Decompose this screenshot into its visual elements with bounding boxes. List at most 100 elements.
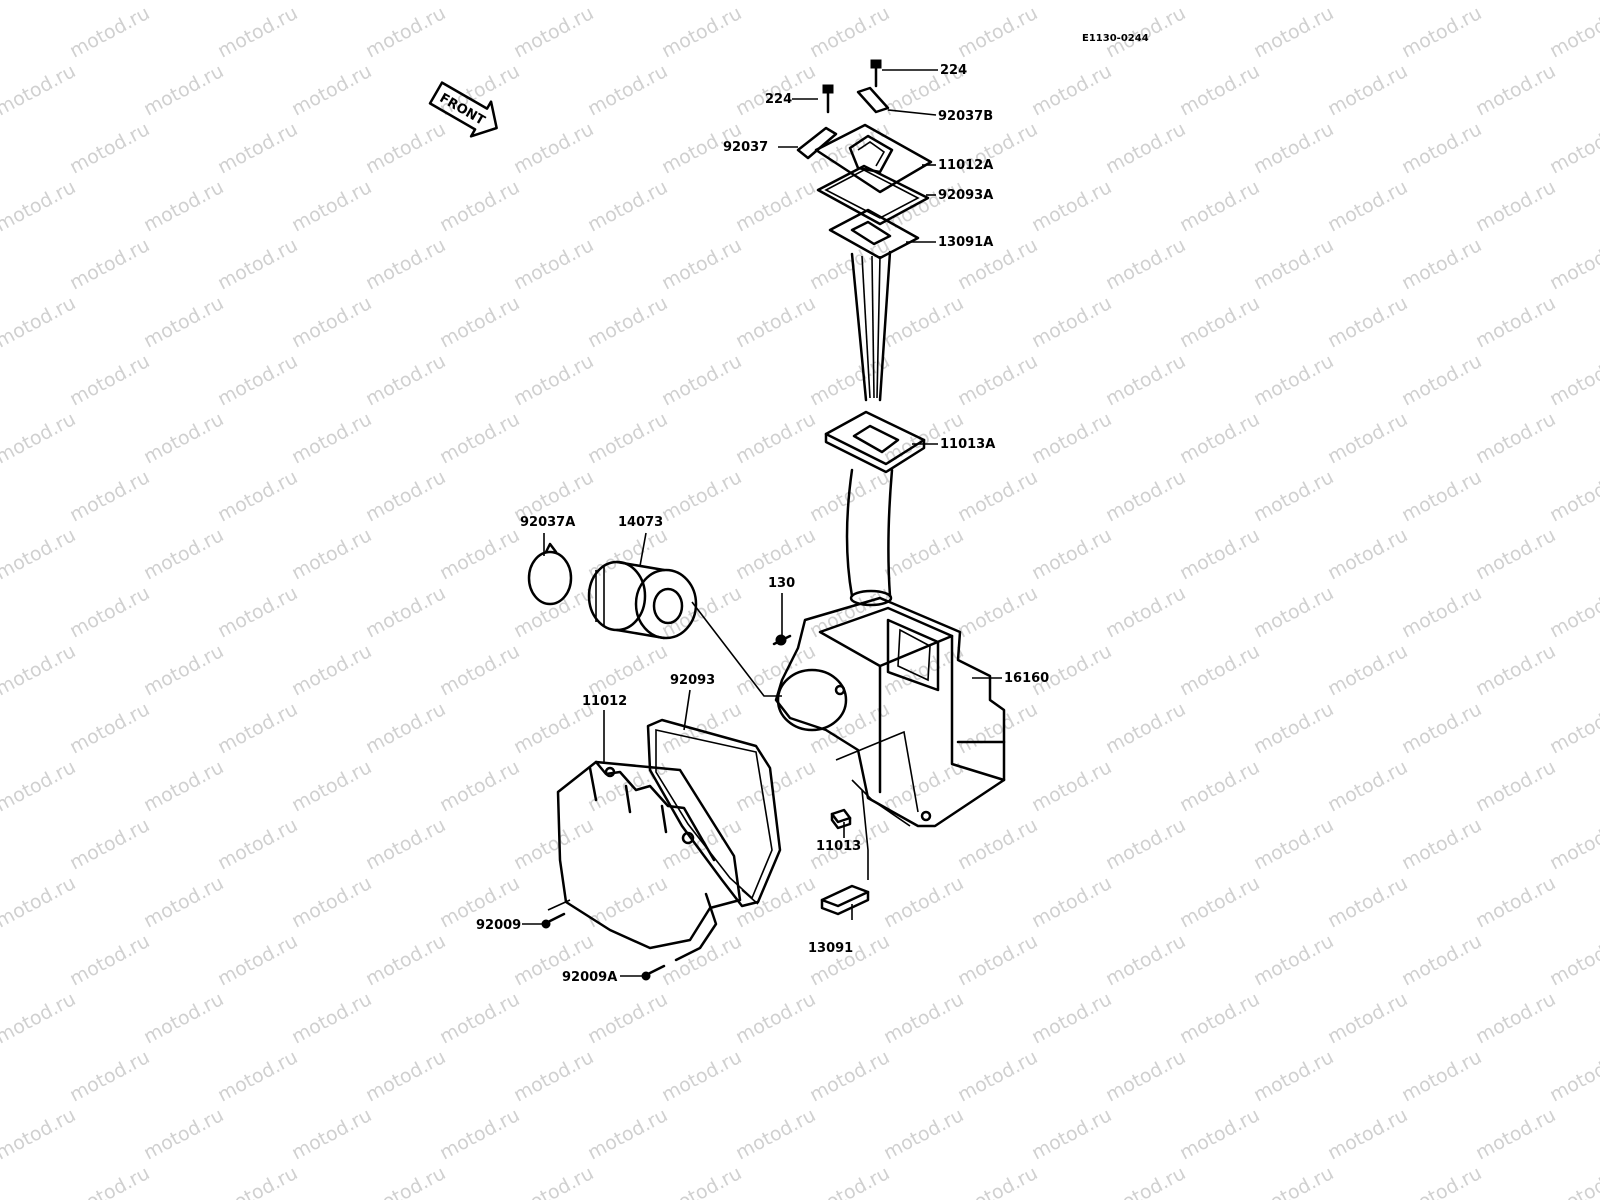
watermark-text: motod.ru xyxy=(1028,0,1115,4)
watermark-text: motod.ru xyxy=(0,292,79,352)
watermark-text: motod.ru xyxy=(214,698,301,758)
callout-14073: 14073 xyxy=(618,515,663,530)
watermark-text: motod.ru xyxy=(1102,1162,1189,1200)
watermark-text: motod.ru xyxy=(0,1104,79,1164)
watermark-text: motod.ru xyxy=(1028,988,1115,1048)
watermark-text: motod.ru xyxy=(1546,2,1600,62)
callout-11012: 11012 xyxy=(582,694,627,709)
watermark-text: motod.ru xyxy=(1324,60,1411,120)
watermark-text: motod.ru xyxy=(1398,814,1485,874)
watermark-text: motod.ru xyxy=(1102,350,1189,410)
watermark-text: motod.ru xyxy=(1398,1046,1485,1106)
watermark-text: motod.ru xyxy=(288,988,375,1048)
watermark-text: motod.ru xyxy=(658,234,745,294)
callout-130: 130 xyxy=(768,576,795,591)
watermark-text: motod.ru xyxy=(1324,292,1411,352)
watermark-text: motod.ru xyxy=(66,2,153,62)
watermark-text: motod.ru xyxy=(510,234,597,294)
watermark-text: motod.ru xyxy=(510,1046,597,1106)
screw-92009 xyxy=(541,912,566,929)
watermark-text: motod.ru xyxy=(1028,756,1115,816)
bolt-130 xyxy=(772,634,792,646)
watermark-text: motod.ru xyxy=(214,118,301,178)
watermark-text: motod.ru xyxy=(732,408,819,468)
watermark-text: motod.ru xyxy=(66,582,153,642)
watermark-text: motod.ru xyxy=(880,524,967,584)
watermark-text: motod.ru xyxy=(436,292,523,352)
watermark-text: motod.ru xyxy=(140,408,227,468)
leader-lines xyxy=(522,69,1002,977)
gasket-92093 xyxy=(646,718,782,908)
watermark-text: motod.ru xyxy=(1102,814,1189,874)
watermark-text: motod.ru xyxy=(288,872,375,932)
watermark-text: motod.ru xyxy=(362,698,449,758)
watermark-text: motod.ru xyxy=(732,1104,819,1164)
watermark-text: motod.ru xyxy=(362,930,449,990)
screw-224-right xyxy=(870,59,882,88)
watermark-text: motod.ru xyxy=(1250,1162,1337,1200)
watermark-text: motod.ru xyxy=(658,466,745,526)
watermark-text: motod.ru xyxy=(732,988,819,1048)
watermark-text: motod.ru xyxy=(1546,350,1600,410)
watermark-text: motod.ru xyxy=(1546,234,1600,294)
watermark-text: motod.ru xyxy=(1102,698,1189,758)
watermark-text: motod.ru xyxy=(140,1104,227,1164)
callout-92037B: 92037B xyxy=(938,109,993,124)
callout-92093A: 92093A xyxy=(938,188,993,203)
watermark-text: motod.ru xyxy=(362,1046,449,1106)
watermark-text: motod.ru xyxy=(954,350,1041,410)
watermark-text: motod.ru xyxy=(140,0,227,4)
watermark-text: motod.ru xyxy=(1250,814,1337,874)
watermark-text: motod.ru xyxy=(658,2,745,62)
callout-13091A: 13091A xyxy=(938,235,993,250)
callout-92093: 92093 xyxy=(670,673,715,688)
watermark-text: motod.ru xyxy=(0,872,79,932)
watermark-text: motod.ru xyxy=(66,350,153,410)
callout-92009A: 92009A xyxy=(562,970,617,985)
callout-92037: 92037 xyxy=(723,140,768,155)
watermark-text: motod.ru xyxy=(362,582,449,642)
watermark-text: motod.ru xyxy=(880,0,967,4)
watermark-text: motod.ru xyxy=(1250,350,1337,410)
watermark-text: motod.ru xyxy=(584,640,671,700)
watermark-text: motod.ru xyxy=(1176,640,1263,700)
watermark-text: motod.ru xyxy=(436,640,523,700)
watermark-text: motod.ru xyxy=(1472,988,1559,1048)
watermark-text: motod.ru xyxy=(0,0,79,4)
watermark-text: motod.ru xyxy=(288,292,375,352)
watermark-text: motod.ru xyxy=(584,292,671,352)
watermark-text: motod.ru xyxy=(658,698,745,758)
watermark-text: motod.ru xyxy=(214,1162,301,1200)
watermark-text: motod.ru xyxy=(0,988,79,1048)
watermark-text: motod.ru xyxy=(66,814,153,874)
watermark-text: motod.ru xyxy=(1028,292,1115,352)
callout-13091: 13091 xyxy=(808,941,853,956)
watermark-text: motod.ru xyxy=(510,350,597,410)
watermark-text: motod.ru xyxy=(436,176,523,236)
watermark-text: motod.ru xyxy=(1176,872,1263,932)
watermark-text: motod.ru xyxy=(140,60,227,120)
callout-224-left: 224 xyxy=(765,92,792,107)
watermark-text: motod.ru xyxy=(1546,698,1600,758)
watermark-text: motod.ru xyxy=(1398,118,1485,178)
watermark-text: motod.ru xyxy=(214,814,301,874)
watermark-text: motod.ru xyxy=(1546,1162,1600,1200)
watermark-text: motod.ru xyxy=(880,1104,967,1164)
watermark-text: motod.ru xyxy=(1250,118,1337,178)
watermark-text: motod.ru xyxy=(1028,60,1115,120)
watermark-text: motod.ru xyxy=(584,872,671,932)
watermark-text: motod.ru xyxy=(584,524,671,584)
watermark-text: motod.ru xyxy=(1546,930,1600,990)
watermark-text: motod.ru xyxy=(0,60,79,120)
watermark-text: motod.ru xyxy=(1250,930,1337,990)
watermark-text: motod.ru xyxy=(214,582,301,642)
callout-92037A: 92037A xyxy=(520,515,575,530)
screw-224-left xyxy=(822,84,834,114)
watermark-text: motod.ru xyxy=(1398,698,1485,758)
watermark-text: motod.ru xyxy=(1546,466,1600,526)
watermark-text: motod.ru xyxy=(66,118,153,178)
watermark-text: motod.ru xyxy=(954,466,1041,526)
watermark-text: motod.ru xyxy=(584,408,671,468)
